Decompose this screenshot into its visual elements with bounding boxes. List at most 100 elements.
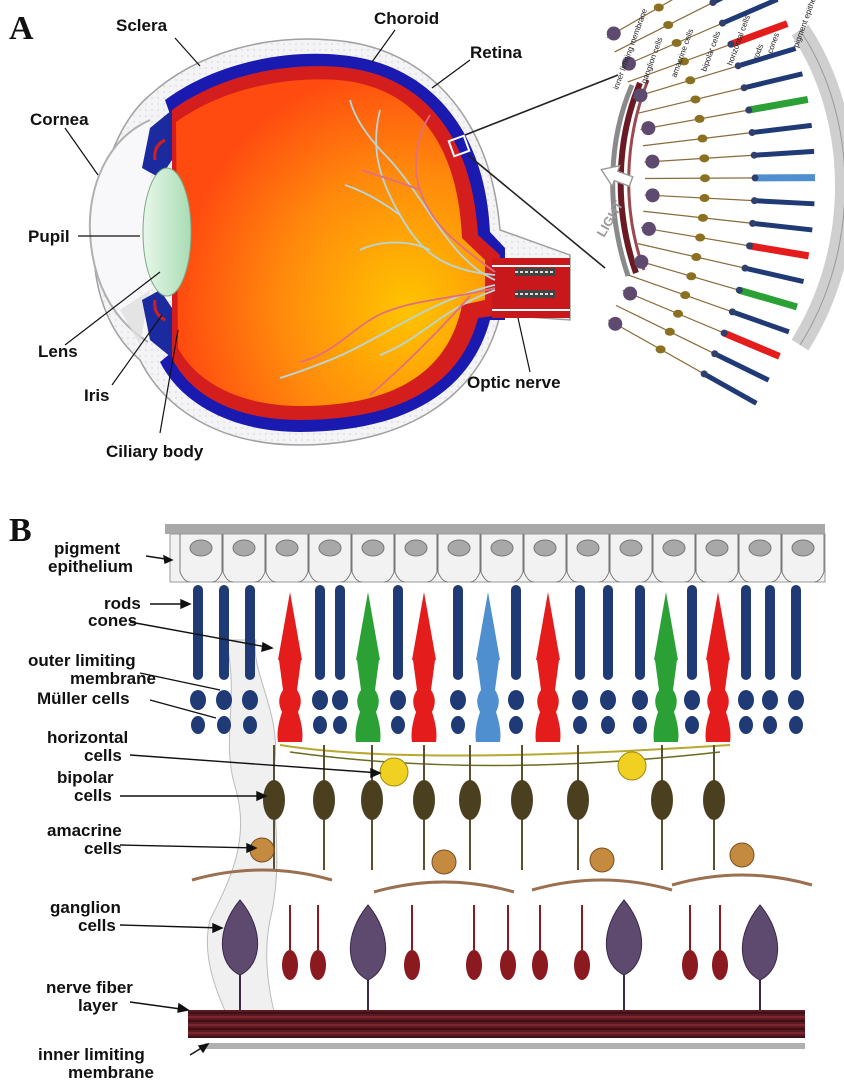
cone-cell-body [412,660,437,742]
midget-ganglion-cell [500,950,516,980]
rod-nucleus [738,690,754,710]
pigment-nucleus [577,540,599,556]
bipolar-cell [651,780,673,820]
amacrine-process [374,882,514,892]
label-amacrine-line2: cells [84,840,122,858]
rod-terminal [685,716,699,734]
pigment-nucleus [663,540,685,556]
pigment-nucleus [405,540,427,556]
midget-ganglion-cell [310,950,326,980]
rod-nucleus [190,690,206,710]
rod-nucleus [788,690,804,710]
rod-terminal [243,716,257,734]
rod-nucleus [762,690,778,710]
midget-ganglion-cell [532,950,548,980]
rod-outer-segment [687,585,697,680]
label-nerve-fiber-line1: nerve fiber [46,979,133,997]
rod-terminal [789,716,803,734]
cone-outer-segment [476,592,500,660]
label-pigment-line1: pigment [54,540,133,558]
rod-nucleus [216,690,232,710]
pigment-nucleus [491,540,513,556]
rod-nucleus [450,690,466,710]
rod-outer-segment [511,585,521,680]
rod-outer-segment [575,585,585,680]
rod-outer-segment [741,585,751,680]
label-bipolar-line1: bipolar [57,769,114,787]
label-amacrine-line1: amacrine [47,822,122,840]
nerve-fiber-layer [188,1010,805,1038]
label-nerve-fiber-layer: nerve fiber layer [46,979,133,1015]
rod-terminal [509,716,523,734]
rod-outer-segment [193,585,203,680]
rod-outer-segment [791,585,801,680]
cone-cell-body [476,660,501,742]
ganglion-cell [742,905,777,980]
cone-cell-body [654,660,679,742]
rod-outer-segment [765,585,775,680]
top-membrane [165,524,825,534]
midget-ganglion-cell [682,950,698,980]
rod-nucleus [242,690,258,710]
label-muller-cells: Müller cells [37,690,130,708]
label-ganglion-line1: ganglion [50,899,121,917]
amacrine-cell [590,848,614,872]
label-ganglion-cells: ganglion cells [50,899,121,935]
label-horizontal-line2: cells [84,747,128,765]
rod-outer-segment [245,585,255,680]
cone-outer-segment [278,592,302,660]
ganglion-cell [350,905,385,980]
ganglion-cell [606,900,641,975]
pigment-nucleus [534,540,556,556]
rod-outer-segment [453,585,463,680]
inner-limiting-membrane [205,1043,805,1049]
rod-terminal [313,716,327,734]
bipolar-cell [511,780,533,820]
amacrine-cell [250,838,274,862]
label-bipolar-cells: bipolar cells [57,769,114,805]
rod-nucleus [312,690,328,710]
label-nerve-fiber-line2: layer [78,997,133,1015]
rod-nucleus [684,690,700,710]
label-horizontal-line1: horizontal [47,729,128,747]
midget-ganglion-cell [466,950,482,980]
pigment-nucleus [706,540,728,556]
bipolar-cell [413,780,435,820]
cone-outer-segment [654,592,678,660]
rod-terminal [333,716,347,734]
rod-outer-segment [219,585,229,680]
rod-terminal [763,716,777,734]
label-olm-line2: membrane [70,670,156,688]
label-inner-limiting-membrane: inner limiting membrane [38,1046,154,1082]
rod-terminal [739,716,753,734]
horizontal-cell-process [290,752,720,766]
label-amacrine-cells: amacrine cells [47,822,122,858]
cone-cell-body [706,660,731,742]
label-epithelium-line2: epithelium [48,558,133,576]
label-ilm-line2: membrane [68,1064,154,1082]
rod-nucleus [632,690,648,710]
label-horizontal-cells: horizontal cells [47,729,128,765]
pigment-nucleus [233,540,255,556]
rod-nucleus [390,690,406,710]
pigment-nucleus [620,540,642,556]
bipolar-cell [361,780,383,820]
pigment-nucleus [190,540,212,556]
rod-nucleus [572,690,588,710]
rod-terminal [451,716,465,734]
cone-outer-segment [412,592,436,660]
rod-outer-segment [315,585,325,680]
rod-outer-segment [603,585,613,680]
bipolar-cell [263,780,285,820]
bipolar-cell [567,780,589,820]
label-ilm-line1: inner limiting [38,1046,154,1064]
rod-terminal [601,716,615,734]
amacrine-cell [730,843,754,867]
bipolar-cell [459,780,481,820]
cone-outer-segment [536,592,560,660]
label-bipolar-line2: cells [74,787,114,805]
pigment-nucleus [448,540,470,556]
rod-nucleus [600,690,616,710]
pigment-nucleus [749,540,771,556]
cone-cell-body [278,660,303,742]
